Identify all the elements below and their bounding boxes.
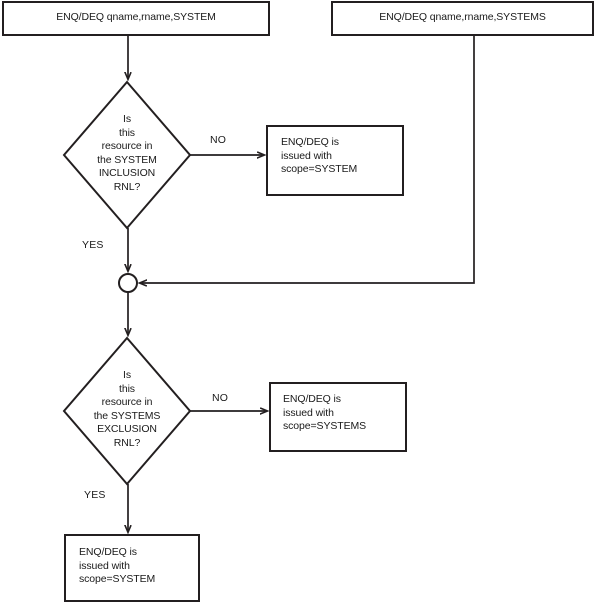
start-system-box — [2, 1, 270, 36]
junction-circle — [118, 273, 138, 293]
edge-label-yes-exclusion: YES — [84, 489, 106, 501]
edge-label-no-exclusion: NO — [212, 392, 229, 404]
result-scope-system-1-box — [266, 125, 404, 196]
decision-exclusion-diamond — [62, 336, 192, 486]
result-scope-systems-box — [269, 382, 407, 452]
edge-label-yes-inclusion: YES — [82, 239, 104, 251]
result-scope-system-2-box — [64, 534, 200, 602]
edge-label-no-inclusion: NO — [210, 134, 227, 146]
edge-systems-to-junction — [140, 35, 475, 283]
start-systems-box — [331, 1, 594, 36]
decision-inclusion-diamond — [62, 80, 192, 230]
